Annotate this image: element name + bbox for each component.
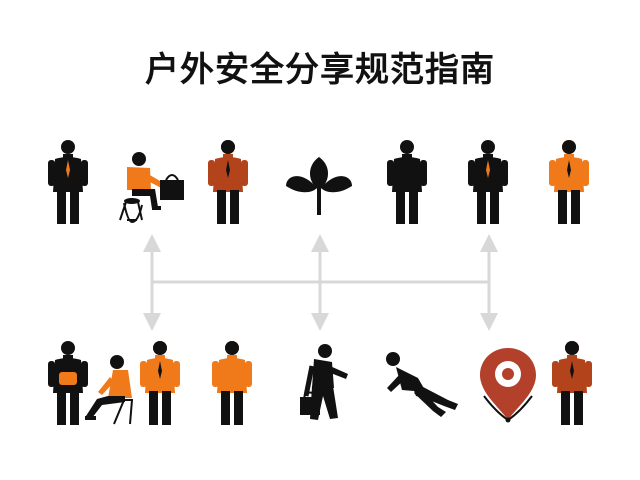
person-standing-icon: [140, 341, 180, 425]
connector-lines: [143, 234, 498, 331]
location-pin-icon: [480, 348, 536, 423]
person-with-bag-icon: [48, 341, 88, 425]
person-sitting-with-bag-icon: [119, 152, 184, 224]
person-standing-icon: [208, 140, 248, 224]
person-standing-icon: [468, 140, 508, 224]
page-title: 户外安全分享规范指南: [145, 50, 495, 90]
person-standing-icon: [552, 341, 592, 425]
person-standing-icon: [48, 140, 88, 224]
person-carrying-bag-icon: [300, 344, 348, 420]
person-standing-icon: [212, 341, 252, 425]
person-sitting-icon: [85, 355, 134, 425]
leaf-icon: [286, 157, 352, 215]
person-standing-icon: [387, 140, 427, 224]
person-falling-icon: [386, 352, 458, 417]
person-standing-icon: [549, 140, 589, 224]
